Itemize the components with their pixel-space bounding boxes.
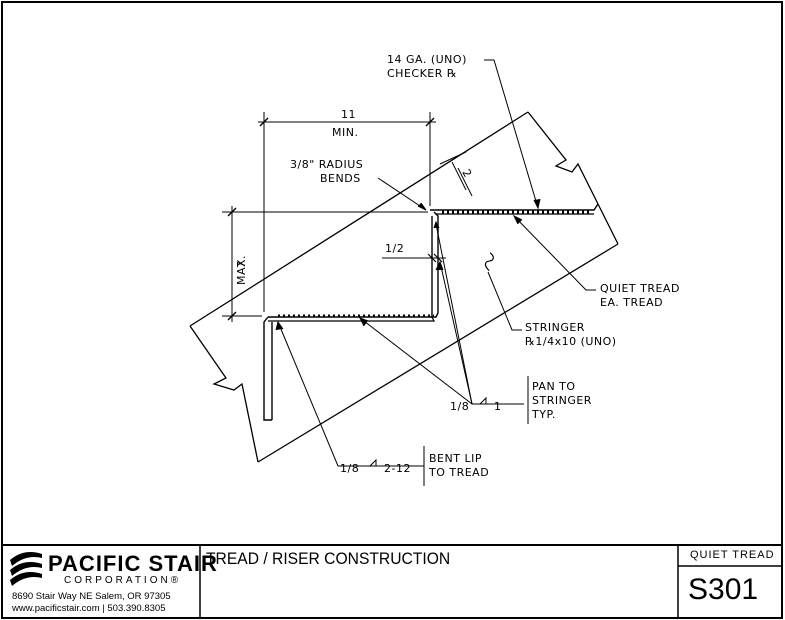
- stringer-note-line1: STRINGER: [525, 321, 585, 334]
- company-web-phone: www.pacificstair.com | 503.390.8305: [12, 603, 166, 614]
- weld1-size: 1/8: [450, 400, 469, 413]
- tread-pan: [263, 203, 599, 421]
- dimensions: [222, 112, 473, 322]
- annotations: 11 MIN. 7 MAX. 2 1/2 3/8" RADIUS BENDS 1…: [235, 53, 680, 479]
- stringer-section-mark: [484, 252, 494, 271]
- registered-mark: ®: [170, 575, 182, 586]
- offset-dimension: 1/2: [385, 242, 404, 255]
- title-block-frame: [2, 544, 782, 618]
- company-logo-icon: [10, 552, 42, 586]
- weld2-note-line2: TO TREAD: [428, 466, 489, 479]
- stringer-top-edge: [189, 111, 529, 327]
- plate-note-line1: 14 GA. (UNO): [387, 53, 467, 66]
- stringer-note-line2: ℞1/4x10 (UNO): [525, 335, 617, 348]
- company-name: PACIFIC STAIR: [48, 551, 218, 576]
- weld1-length: 1: [494, 400, 502, 413]
- company-subtitle-text: CORPORATION: [64, 575, 171, 586]
- weld2-size: 1/8: [340, 462, 359, 475]
- weld2-length: 2-12: [384, 462, 411, 475]
- weld1-note-line3: TYP.: [531, 408, 556, 421]
- weld1-note-line1: PAN TO: [532, 380, 576, 393]
- height-dimension-note: MAX.: [235, 255, 248, 285]
- company-address: 8690 Stair Way NE Salem, OR 97305: [12, 591, 171, 602]
- company-subtitle: CORPORATION®: [64, 575, 181, 586]
- sheet-number: S301: [688, 573, 759, 606]
- radius-note-line2: BENDS: [320, 172, 361, 185]
- break-line-bottom: [189, 325, 259, 463]
- leaders: [275, 59, 596, 486]
- weld1-note-line2: STRINGER: [532, 394, 592, 407]
- sheet-category: QUIET TREAD: [690, 549, 775, 561]
- quiet-tread-note-line1: QUIET TREAD: [600, 282, 680, 295]
- radius-note-line1: 3/8" RADIUS: [290, 158, 363, 171]
- stringer-bottom-edge: [257, 243, 619, 463]
- plate-note-line2: CHECKER ℞: [387, 67, 457, 80]
- weld2-note-line1: BENT LIP: [429, 452, 482, 465]
- width-dimension-value: 11: [341, 108, 356, 121]
- stringer: [189, 111, 619, 463]
- height-dimension-value: 7: [235, 261, 248, 269]
- sheet-title: TREAD / RISER CONSTRUCTION: [206, 549, 451, 568]
- break-line-top: [527, 111, 619, 245]
- width-dimension-note: MIN.: [332, 126, 358, 139]
- quiet-tread-note-line2: EA. TREAD: [600, 296, 663, 309]
- lip-dimension: 2: [459, 167, 474, 180]
